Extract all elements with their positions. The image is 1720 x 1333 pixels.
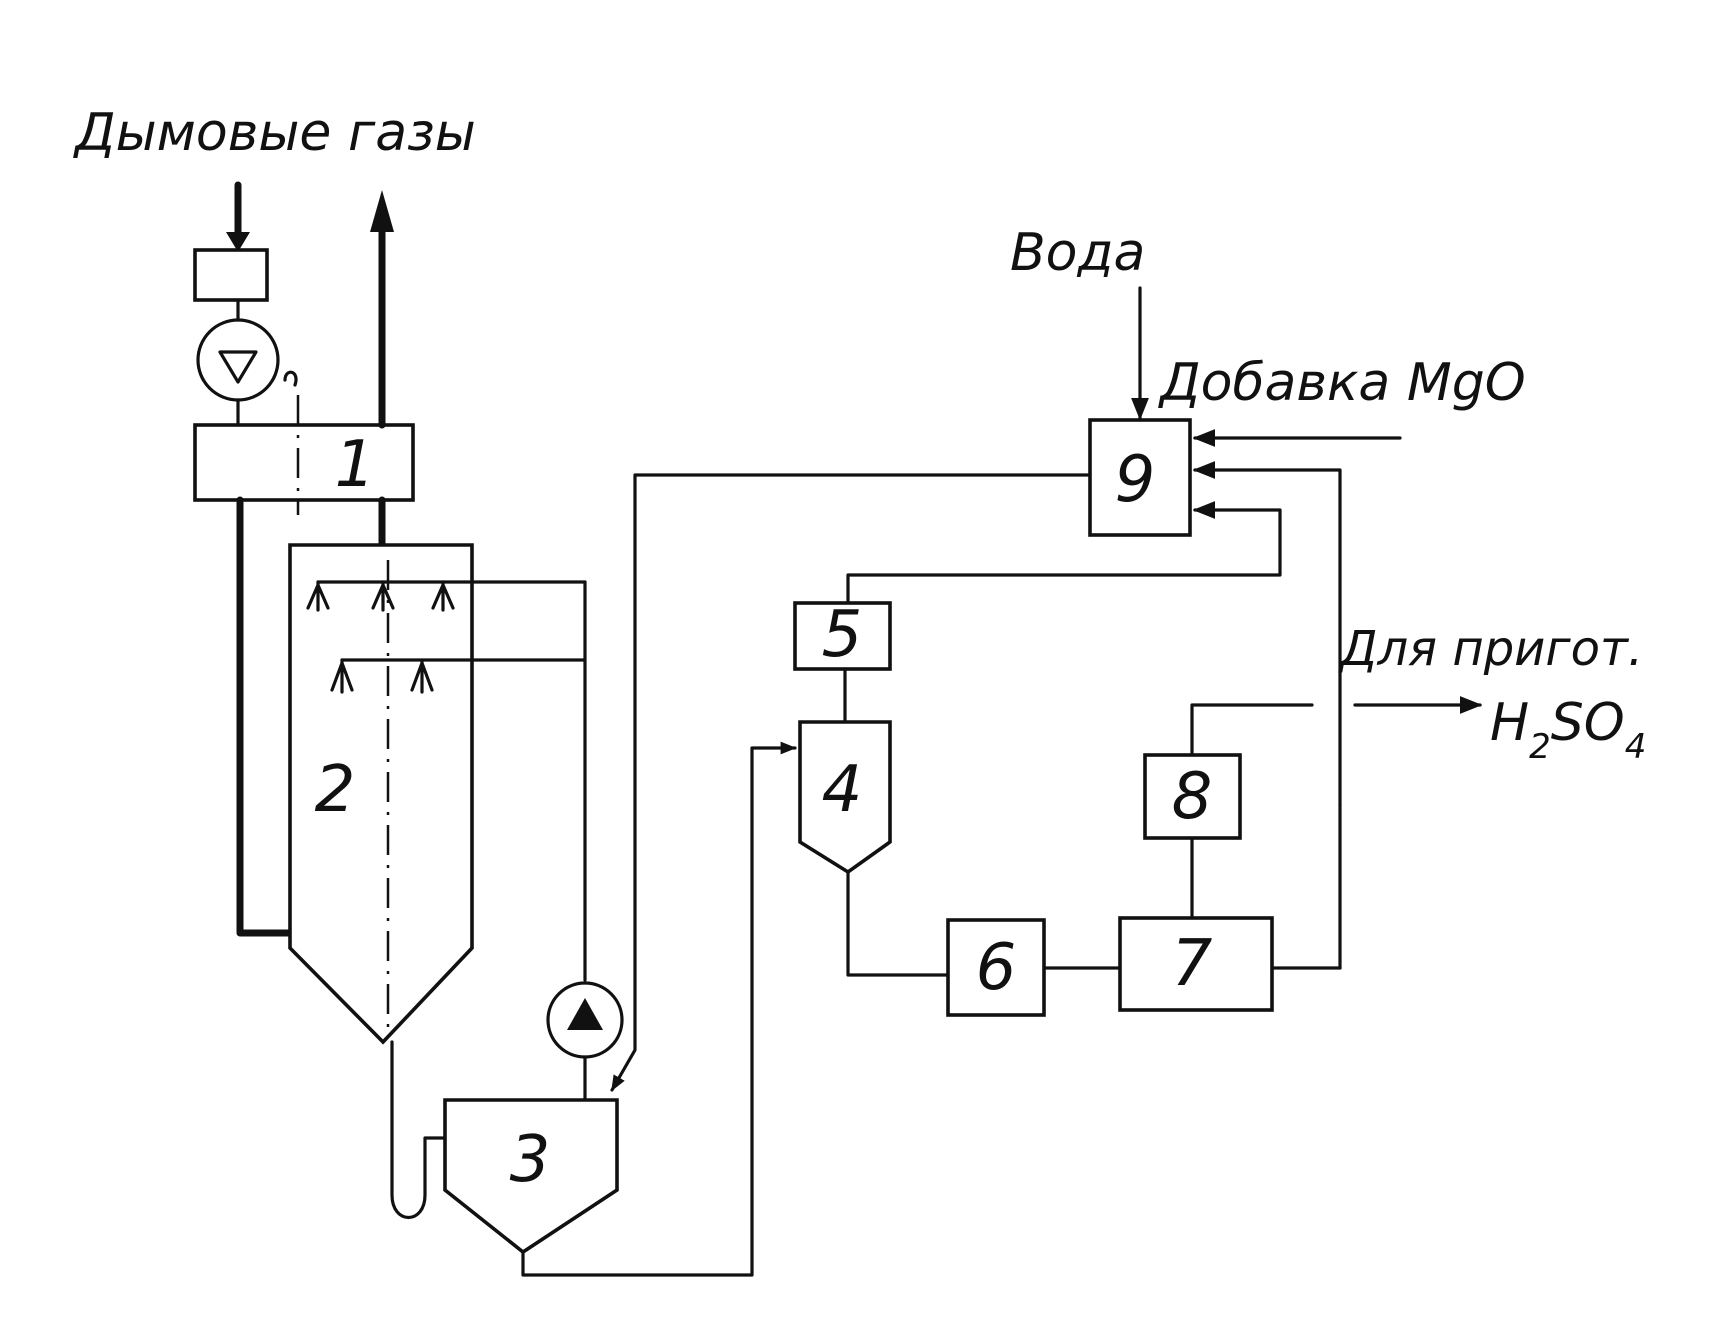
unit-4-to-6-line [846,870,950,977]
unit-2-number: 2 [315,753,356,827]
unit-3-number: 3 [510,1123,551,1197]
water-label: Вода [1010,223,1145,283]
gas-duct-line [236,496,296,937]
unit-1-number: 1 [335,428,376,502]
for-preparation-label: Для пригот. [1338,621,1643,677]
unit-9-mixer: 9 [1088,418,1192,537]
flue-gases-label: Дымовые газы [73,103,476,163]
unit-5-box: 5 [793,598,892,672]
absorber-drain-line [390,1040,447,1220]
unit-6-box: 6 [946,918,1046,1017]
unit-8-number: 8 [1172,760,1213,834]
unit-1-heat-exchanger: 1 [193,395,415,515]
spray-nozzle-icon [306,580,455,694]
unit-3-tank: 3 [443,1098,619,1255]
inlet-filter-box [193,248,269,302]
unit-8-box: 8 [1143,753,1242,840]
clean-gas-exhaust-arrow [370,190,394,429]
unit-9-number: 9 [1115,443,1156,517]
recycle-from-unit-5-arrow [846,501,1282,605]
fan-icon [196,318,280,402]
unit-4-thickener: 4 [798,720,892,875]
unit-7-box: 7 [1118,916,1274,1012]
mgo-additive-label: Добавка MgO [1158,353,1526,413]
recycle-arrow-icon [283,370,298,387]
unit-6-number: 6 [976,931,1017,1005]
product-formula-label: H2SO4 [1490,693,1646,767]
unit-4-number: 4 [822,753,863,827]
pump-icon [546,981,624,1059]
unit-2-absorber: 2 [288,543,474,1045]
return-to-tank-line [610,473,1092,1092]
unit-8-outlet-line [1190,703,1314,757]
unit-5-number: 5 [822,598,863,672]
flue-gas-inlet-arrow [226,181,250,252]
recycle-from-unit-7-arrow [1192,461,1342,807]
unit-7-number: 7 [1172,927,1213,1001]
tank-underflow-line [521,741,797,1277]
